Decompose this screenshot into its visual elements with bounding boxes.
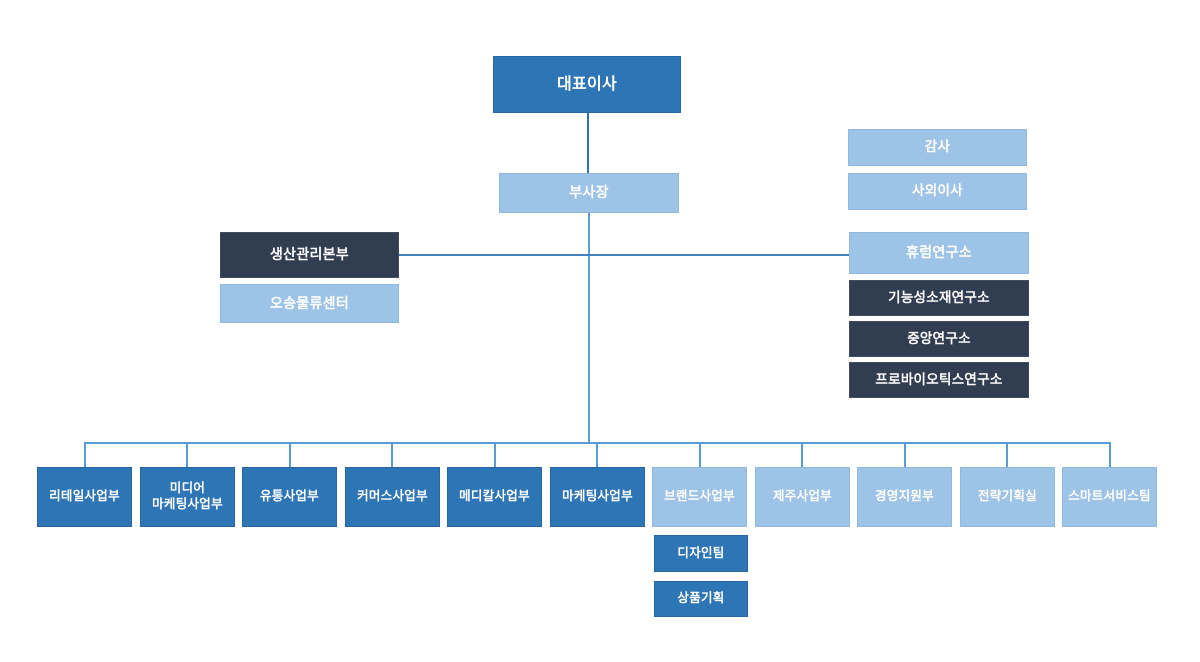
org-node-product-planning-team: 상품기획 — [654, 581, 748, 617]
org-node-hurum-research-institute: 휴럼연구소 — [849, 232, 1029, 274]
org-node-brand-division: 브랜드사업부 — [652, 467, 747, 527]
connector-production-to-research — [399, 254, 849, 256]
connector-drop-smart-service — [1109, 443, 1111, 468]
connector-drop-commerce — [391, 443, 393, 468]
org-node-jeju-division: 제주사업부 — [755, 467, 850, 527]
org-node-auditor: 감사 — [848, 129, 1027, 166]
org-node-smart-service-team: 스마트서비스팀 — [1062, 467, 1157, 527]
org-node-retail-division: 리테일사업부 — [37, 467, 132, 527]
org-node-media-marketing-division: 미디어 마케팅사업부 — [140, 467, 235, 527]
connector-ceo-to-vp — [587, 113, 589, 173]
connector-drop-strategic-planning — [1006, 443, 1008, 468]
connector-drop-brand — [699, 443, 701, 468]
org-node-central-research-institute: 중앙연구소 — [849, 321, 1029, 357]
org-node-medical-division: 메디칼사업부 — [447, 467, 542, 527]
org-node-functional-materials-research-institute: 기능성소재연구소 — [849, 280, 1029, 316]
connector-drop-jeju — [801, 443, 803, 468]
connector-drop-distribution — [289, 443, 291, 468]
connector-drop-media-marketing — [186, 443, 188, 468]
org-node-production-management-hq: 생산관리본부 — [220, 232, 399, 278]
org-node-probiotics-research-institute: 프로바이오틱스연구소 — [849, 362, 1029, 398]
org-node-strategic-planning-office: 전략기획실 — [960, 467, 1055, 527]
org-node-distribution-division: 유통사업부 — [242, 467, 337, 527]
org-node-marketing-division: 마케팅사업부 — [550, 467, 645, 527]
connector-drop-medical — [494, 443, 496, 468]
org-node-osong-logistics-center: 오송물류센터 — [220, 284, 399, 323]
connector-drop-management-support — [904, 443, 906, 468]
org-node-outside-director: 사외이사 — [848, 173, 1027, 210]
connector-drop-retail — [84, 443, 86, 468]
connector-drop-marketing — [596, 443, 598, 468]
org-node-ceo: 대표이사 — [493, 56, 681, 113]
org-node-management-support-division: 경영지원부 — [857, 467, 952, 527]
org-node-vice-president: 부사장 — [499, 173, 679, 213]
org-node-commerce-division: 커머스사업부 — [345, 467, 440, 527]
connector-vp-to-bus — [588, 213, 590, 443]
org-node-design-team: 디자인팀 — [654, 535, 748, 572]
